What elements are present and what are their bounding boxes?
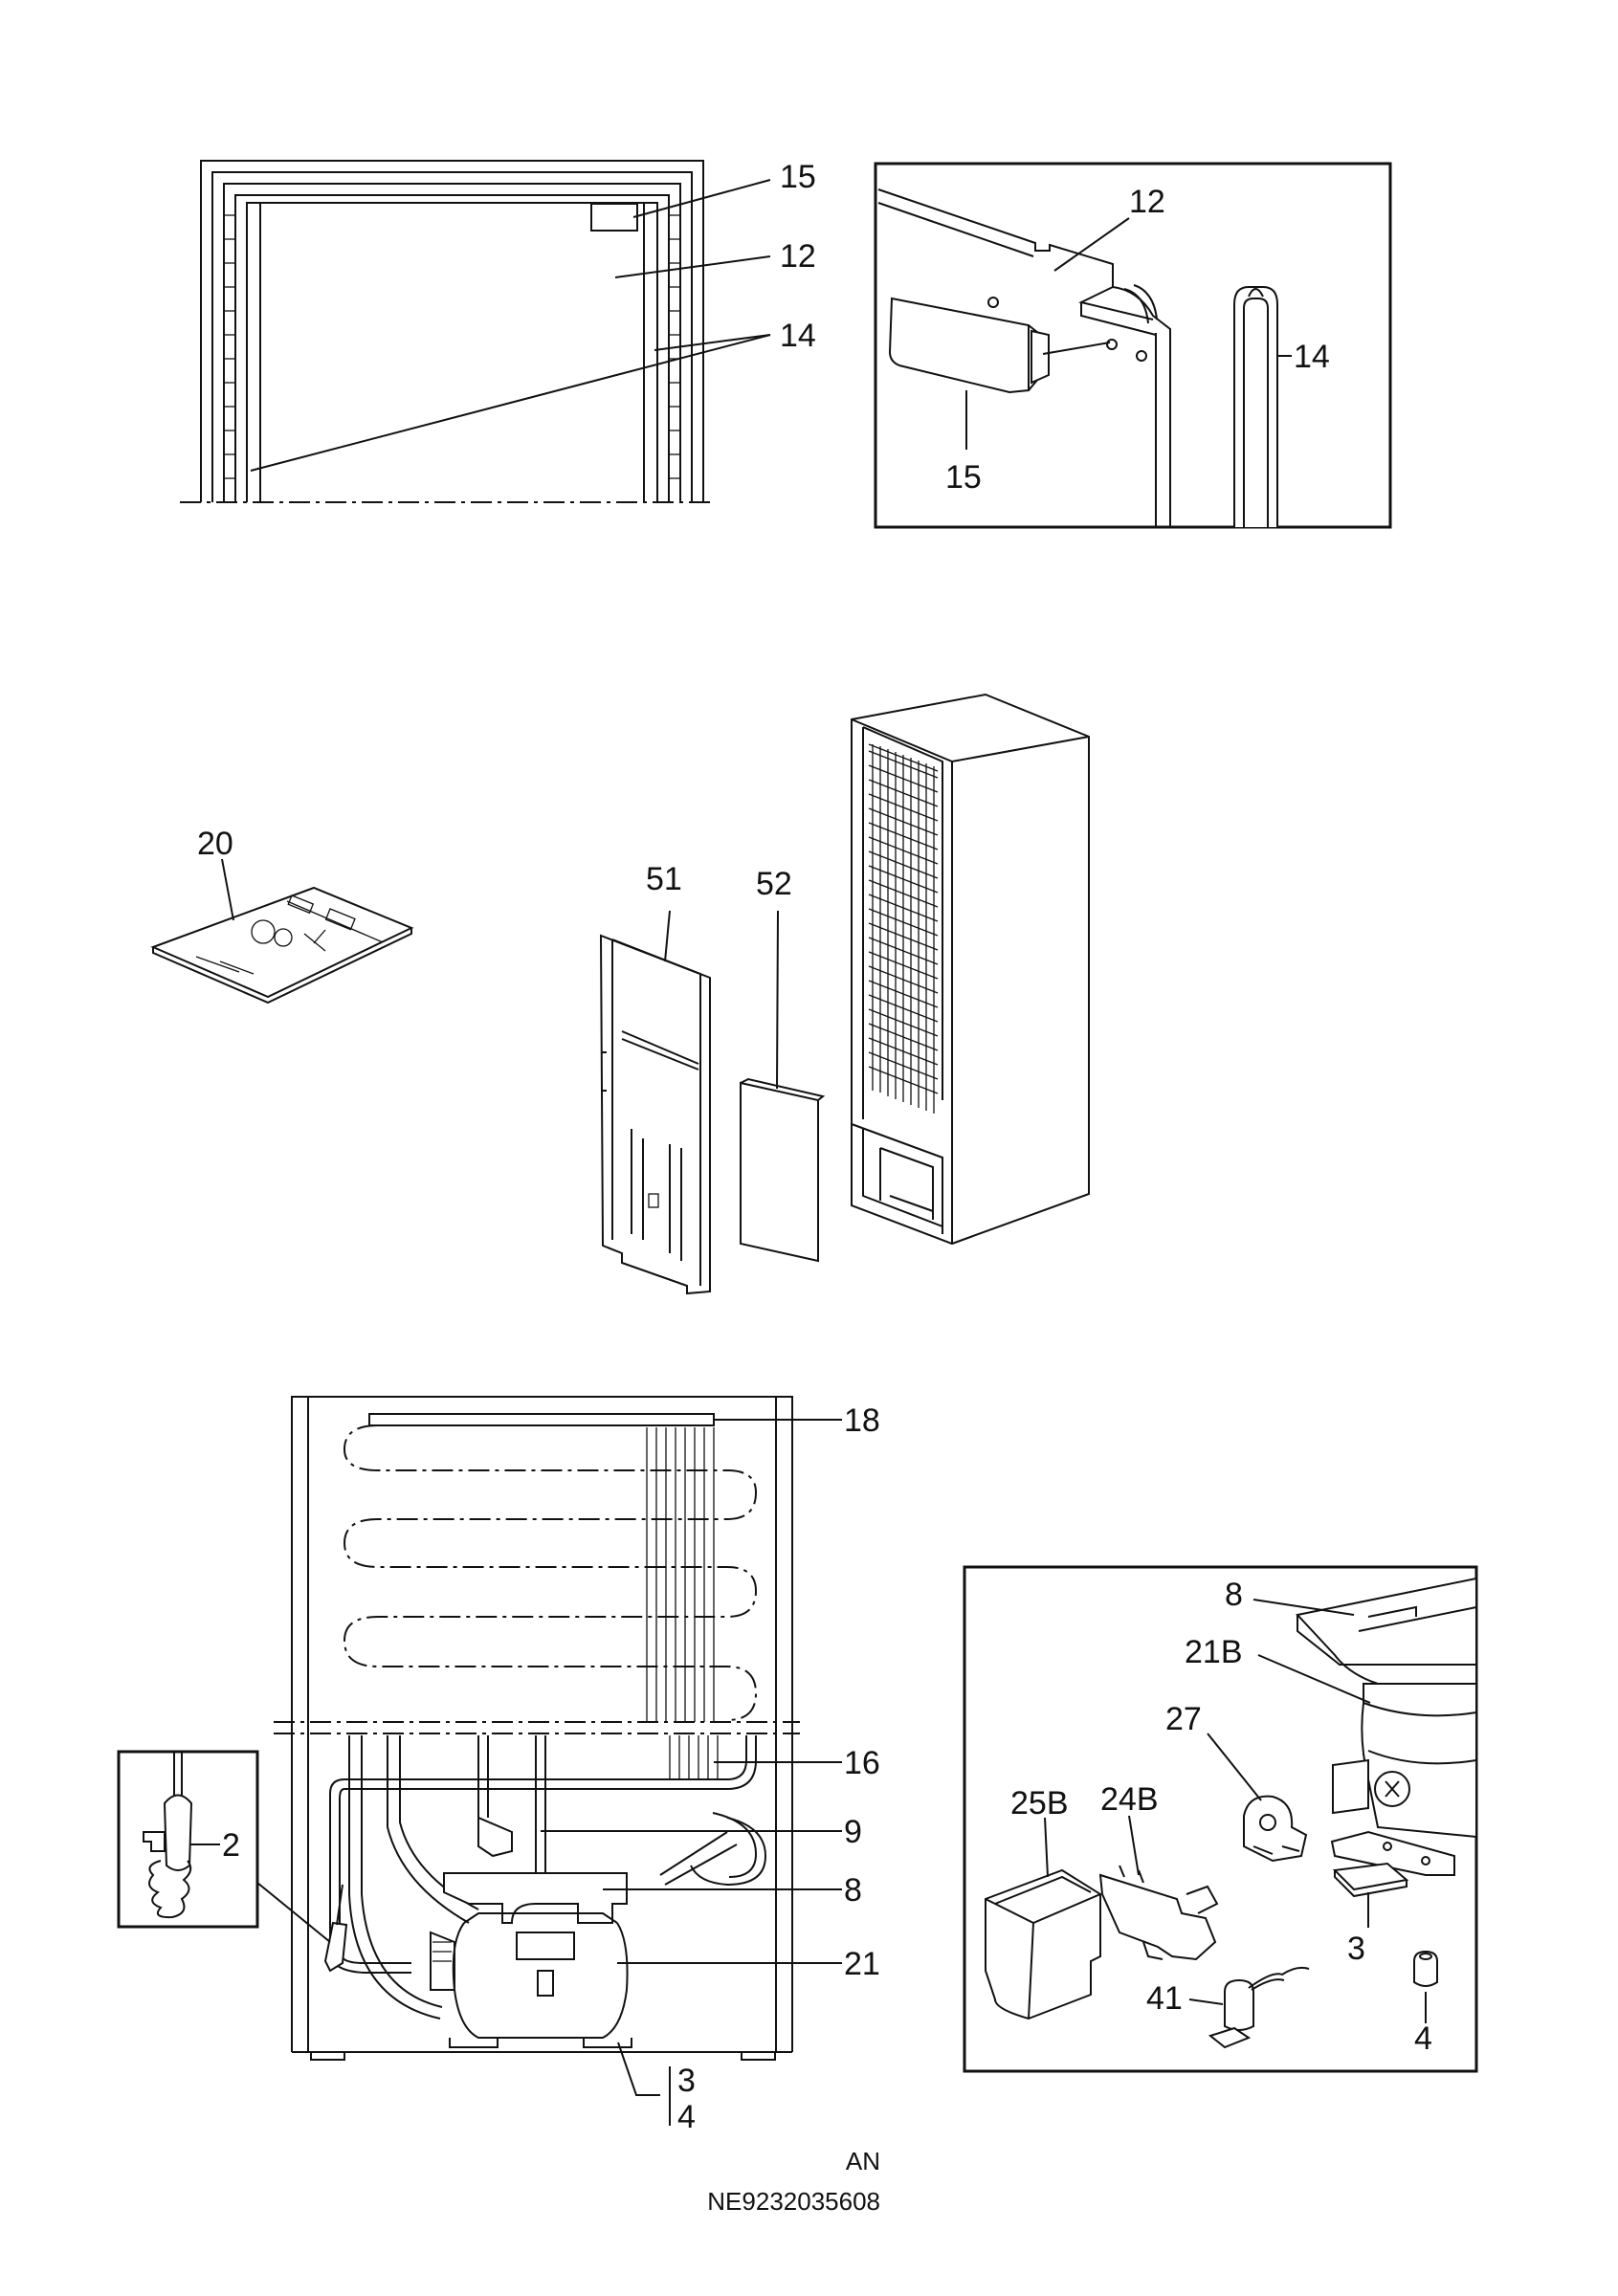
compressor-inset: 8 21B 27 25B 24B 3 41 4: [963, 1565, 1478, 2073]
callout-3: 3: [677, 2063, 696, 2099]
callout-20: 20: [197, 826, 233, 862]
detail-callout-12: 12: [1129, 184, 1165, 220]
door-detail-inset: 12 14 15: [874, 162, 1392, 529]
callout-14: 14: [780, 318, 816, 354]
lower-tubes: [669, 1735, 719, 1779]
inset-callout-8: 8: [1225, 1577, 1243, 1613]
thermostat-frame: [117, 1750, 259, 1929]
handle-cap: [590, 203, 638, 232]
callout-16: 16: [844, 1745, 880, 1781]
condenser-coil: [868, 743, 939, 1114]
detail-frame: [874, 162, 1392, 529]
callout-51: 51: [646, 861, 682, 897]
callout-21: 21: [844, 1946, 880, 1982]
inset-callout-27: 27: [1165, 1701, 1202, 1737]
callout-18: 18: [844, 1402, 880, 1439]
door-gasket-14: [1233, 286, 1278, 527]
callout-52: 52: [756, 866, 792, 902]
vertical-tubes: [646, 1427, 715, 1722]
inset-callout-4: 4: [1414, 2020, 1432, 2057]
cabinet-body: [851, 693, 1090, 1246]
callout-12: 12: [780, 238, 816, 275]
inset-callout-21B: 21B: [1185, 1634, 1243, 1670]
callout-8: 8: [844, 1872, 862, 1909]
compressor-body-21B: [1361, 1683, 1477, 1839]
insulation-panel-52: [740, 1081, 819, 1263]
callout-15: 15: [780, 159, 816, 195]
compressor-label-plate: [516, 1932, 575, 1960]
detail-callout-15: 15: [945, 459, 982, 496]
top-bar-18: [368, 1413, 715, 1426]
callout-9: 9: [844, 1814, 862, 1850]
starter-relay-27: [1243, 1795, 1308, 1863]
grommet-4: [1413, 1950, 1438, 1987]
thermostat-bulb-2: [163, 1794, 193, 1871]
detail-callout-14: 14: [1294, 339, 1330, 375]
footer-language: AN: [846, 2147, 880, 2175]
door-top-view: 15 12 14: [180, 159, 816, 503]
rear-panel-51: [599, 934, 711, 1295]
rear-view: 18 16 9 8 21 3 4: [274, 1396, 880, 2135]
thermostat-sensor: [323, 1921, 348, 1973]
compressor-top-8: [443, 1872, 628, 1924]
gasket-ribs-left: [224, 214, 235, 479]
callout-2: 2: [222, 1827, 240, 1864]
compressor-cover-8: [1296, 1577, 1477, 1685]
inset-callout-24B: 24B: [1100, 1781, 1159, 1818]
relay-24B: [1098, 1873, 1217, 1961]
callout-4: 4: [677, 2099, 696, 2135]
footer-document-code: NE9232035608: [707, 2187, 880, 2216]
inset-callout-25B: 25B: [1010, 1785, 1069, 1821]
manual-view: 20: [150, 826, 414, 1004]
instruction-booklet: [150, 886, 414, 999]
gasket-ribs-right: [669, 214, 680, 479]
cabinet-view: 51 52: [599, 693, 1090, 1295]
inset-callout-41: 41: [1146, 1980, 1183, 2017]
thermostat-inset: 2: [117, 1750, 331, 1943]
relay-cover-25B: [985, 1868, 1101, 2020]
handle-cover-15: [888, 297, 1044, 394]
inset-callout-3: 3: [1347, 1931, 1365, 1967]
